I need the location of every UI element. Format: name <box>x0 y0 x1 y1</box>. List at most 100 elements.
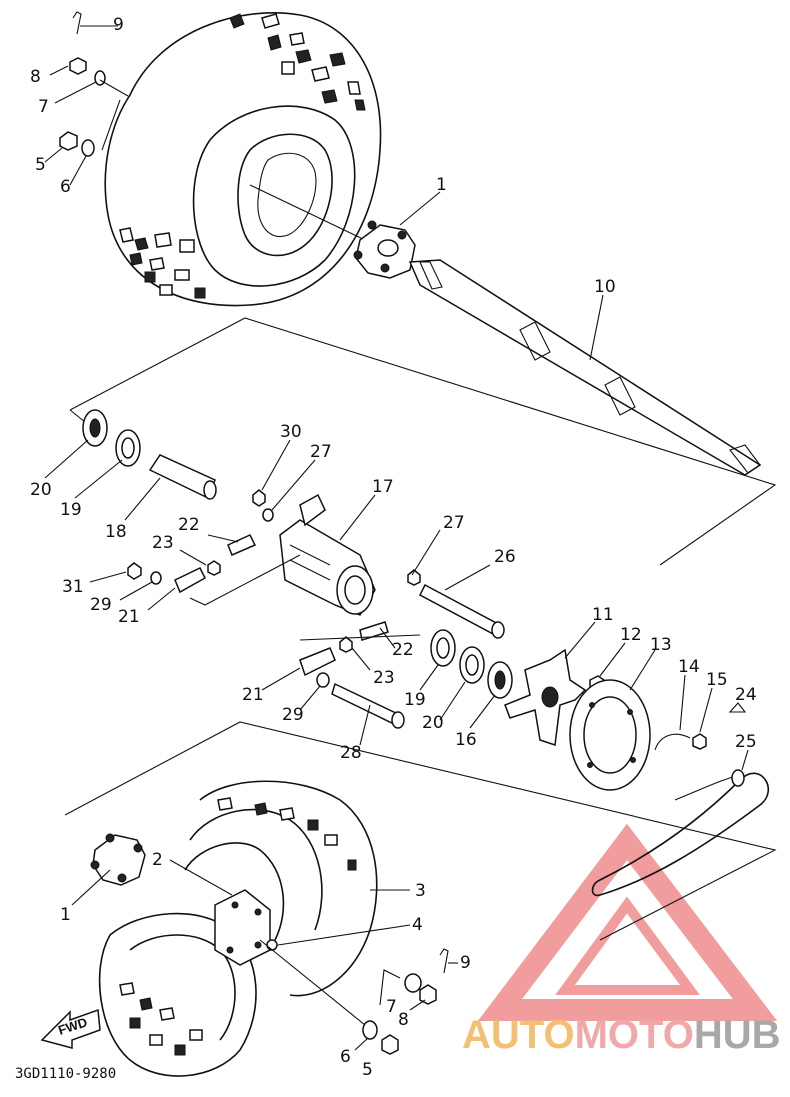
washer-6-bot <box>362 1020 378 1040</box>
callout-3: 3 <box>415 881 426 901</box>
nut-5-top <box>59 131 78 151</box>
axle-group-bracket <box>69 317 777 566</box>
callout-18: 18 <box>105 522 127 542</box>
valve-4 <box>266 939 278 951</box>
axle-housing-left-parts <box>82 409 217 500</box>
watermark-triangle-logo <box>477 823 778 1021</box>
washer-29-a <box>150 571 162 585</box>
callout-26: 26 <box>494 547 516 567</box>
callout-10: 10 <box>594 277 616 297</box>
drive-chain-24 <box>591 772 770 897</box>
callout-20-b: 20 <box>422 713 444 733</box>
axle-housing-17 <box>279 493 376 616</box>
top-wheel-hub-1 <box>353 220 416 279</box>
callout-29-b: 29 <box>282 705 304 725</box>
callout-11: 11 <box>592 605 614 625</box>
top-tire <box>104 12 382 307</box>
callout-numbers: 9 8 7 5 6 1 10 30 27 17 20 19 18 22 23 3… <box>30 15 757 1080</box>
diagram-code: 3GD1110-9280 <box>15 1066 116 1082</box>
callout-9-top: 9 <box>113 15 124 35</box>
callout-8-top: 8 <box>30 67 41 87</box>
cotter-pin-9-bot <box>439 948 449 974</box>
callout-23-b: 23 <box>373 668 395 688</box>
callout-23-a: 23 <box>152 533 174 553</box>
bottom-rim-2 <box>214 889 271 966</box>
washer-27-a <box>262 508 274 522</box>
bottom-tire-front-half <box>98 912 257 1077</box>
adjuster-hardware <box>127 489 505 729</box>
nut-5-bot <box>381 1034 399 1055</box>
middle-leader-lines <box>44 439 749 771</box>
callout-25: 25 <box>735 732 757 752</box>
callout-13: 13 <box>650 635 672 655</box>
callout-19-a: 19 <box>60 500 82 520</box>
axle-housing-right-parts <box>430 629 513 699</box>
callout-2: 2 <box>152 850 163 870</box>
washer-29-b <box>316 672 330 688</box>
nut-8-top <box>69 57 87 75</box>
bottom-wheel-hardware <box>362 948 449 1055</box>
nut-15 <box>692 733 707 750</box>
nut-23-b <box>339 636 353 653</box>
callout-12: 12 <box>620 625 642 645</box>
fwd-arrow: FWD <box>40 1008 101 1049</box>
adjuster-plate-21-a <box>174 567 206 594</box>
wheel-group-bracket <box>64 721 777 941</box>
callout-16: 16 <box>455 730 477 750</box>
chain-joint-25 <box>731 769 745 787</box>
cotter-pin-9-top <box>72 11 82 35</box>
top-wheel-assembly <box>104 12 382 307</box>
svg-text:AUTOMOTOHUB: AUTOMOTOHUB <box>462 1013 781 1057</box>
callout-22-a: 22 <box>178 515 200 535</box>
nut-31 <box>127 562 142 580</box>
bottom-tire-rear-half <box>199 780 378 997</box>
adjuster-plate-21-b <box>299 647 336 677</box>
drive-parts <box>504 648 770 897</box>
callout-6-bot: 6 <box>340 1047 351 1067</box>
collar-18 <box>148 454 216 500</box>
nut-27-b <box>407 569 421 586</box>
callout-14: 14 <box>678 657 700 677</box>
top-wheel-hardware <box>59 11 106 157</box>
callout-15: 15 <box>706 670 728 690</box>
callout-22-b: 22 <box>392 640 414 660</box>
washer-6-top <box>81 139 95 157</box>
callout-8-bot: 8 <box>398 1010 409 1030</box>
callout-7-top: 7 <box>38 97 49 117</box>
callout-5-bot: 5 <box>362 1060 373 1080</box>
callout-9-bot: 9 <box>460 953 471 973</box>
callout-17: 17 <box>372 477 394 497</box>
bottom-leader-lines <box>71 859 458 1051</box>
bottom-wheel-assembly <box>90 780 378 1077</box>
bolt-22-a <box>227 534 257 556</box>
callout-1-bot: 1 <box>60 905 71 925</box>
callout-4: 4 <box>412 915 423 935</box>
callout-27-b: 27 <box>443 513 465 533</box>
callout-30: 30 <box>280 422 302 442</box>
watermark-moto: MOTO <box>575 1013 694 1057</box>
callout-1-top: 1 <box>436 175 447 195</box>
top-leader-lines <box>44 25 604 361</box>
bolt-26 <box>419 583 501 637</box>
watermark-auto: AUTO <box>462 1013 575 1057</box>
callout-21-b: 21 <box>242 685 264 705</box>
callout-20-a: 20 <box>30 480 52 500</box>
top-tire-tread <box>119 13 366 299</box>
callout-24: 24 <box>735 685 757 705</box>
callout-6-top: 6 <box>60 177 71 197</box>
callout-28: 28 <box>340 743 362 763</box>
watermark-hub: HUB <box>694 1013 781 1057</box>
washer-7-bot <box>404 973 422 993</box>
bolt-22-b <box>359 621 389 641</box>
callout-19-b: 19 <box>404 690 426 710</box>
callout-7-bot: 7 <box>386 997 397 1017</box>
automotohub-watermark: AUTOMOTOHUB <box>462 823 781 1057</box>
rear-axle-shaft <box>408 259 762 476</box>
callout-31: 31 <box>62 577 84 597</box>
nut-30 <box>252 489 266 507</box>
callout-29-a: 29 <box>90 595 112 615</box>
nut-23-a <box>207 560 221 576</box>
callout-5-top: 5 <box>35 155 46 175</box>
nut-8-bot <box>419 984 437 1005</box>
